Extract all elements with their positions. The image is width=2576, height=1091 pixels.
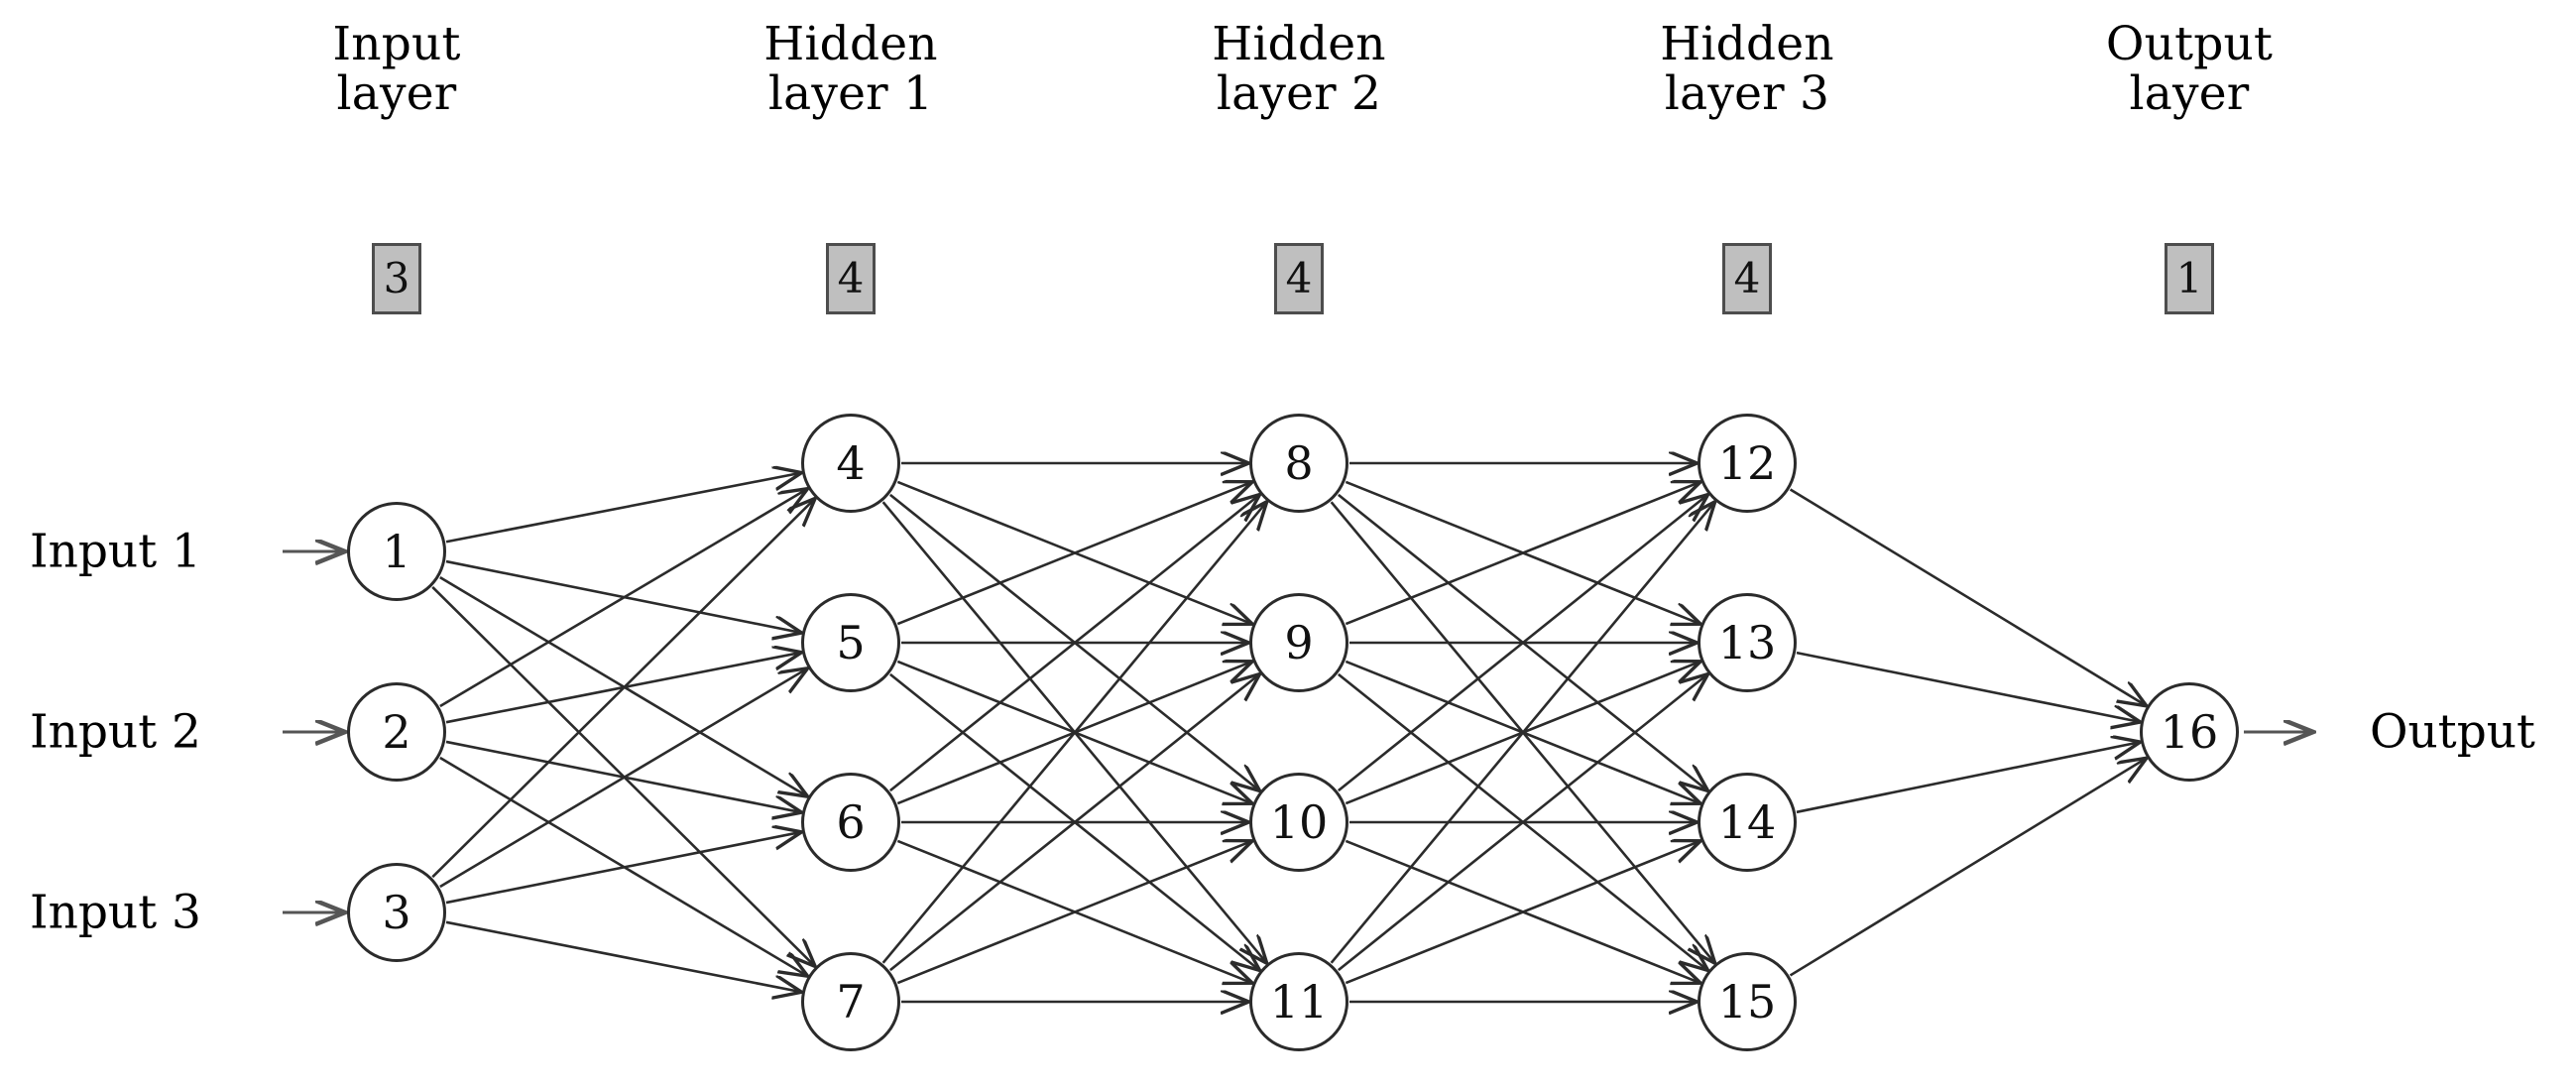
- layer-header-hidden2: Hidden layer 2: [1212, 17, 1386, 121]
- edge-5-to-8: [896, 483, 1249, 626]
- layer-header-output: Output layer: [2105, 17, 2274, 121]
- edge-3-to-6: [445, 832, 799, 905]
- edge-14-to-16: [1796, 743, 2138, 814]
- layer-header-hidden1: Hidden layer 1: [763, 17, 938, 121]
- edge-2-to-4: [439, 490, 806, 708]
- input-label-1: Input 1: [30, 524, 201, 579]
- edge-12-to-16: [1789, 488, 2145, 704]
- neuron-11: 11: [1249, 952, 1348, 1051]
- edge-11-to-12: [1330, 504, 1713, 964]
- edge-11-to-14: [1345, 842, 1698, 985]
- edge-9-to-12: [1345, 483, 1698, 626]
- edge-7-to-8: [881, 504, 1265, 964]
- edge-10-to-12: [1337, 496, 1706, 792]
- neuron-4: 4: [801, 414, 900, 513]
- edge-15-to-16: [1789, 760, 2145, 977]
- layer-header-hidden3: Hidden layer 3: [1660, 17, 1834, 121]
- count-badge-hidden2: 4: [1274, 243, 1324, 314]
- neuron-6: 6: [801, 773, 900, 872]
- input-label-2: Input 2: [30, 704, 201, 760]
- neuron-5: 5: [801, 593, 900, 692]
- edge-7-to-9: [888, 675, 1258, 972]
- count-badge-output: 1: [2165, 243, 2214, 314]
- neuron-15: 15: [1698, 952, 1797, 1051]
- edge-11-to-13: [1337, 675, 1706, 972]
- io-arrows: [283, 551, 2310, 912]
- layer-header-input: Input layer: [332, 17, 461, 121]
- edge-7-to-10: [896, 842, 1249, 985]
- neuron-13: 13: [1698, 593, 1797, 692]
- neuron-14: 14: [1698, 773, 1797, 872]
- edge-3-to-5: [439, 669, 806, 889]
- edges: [431, 463, 2145, 1002]
- edge-3-to-4: [431, 500, 813, 879]
- count-badge-hidden3: 4: [1722, 243, 1772, 314]
- neuron-3: 3: [347, 863, 446, 962]
- count-badge-input: 3: [372, 243, 421, 314]
- edge-6-to-8: [888, 496, 1258, 792]
- input-label-3: Input 3: [30, 885, 201, 940]
- neuron-8: 8: [1249, 414, 1348, 513]
- neuron-7: 7: [801, 952, 900, 1051]
- neuron-16: 16: [2140, 682, 2239, 782]
- neuron-12: 12: [1698, 414, 1797, 513]
- count-badge-hidden1: 4: [826, 243, 876, 314]
- output-label: Output: [2370, 704, 2535, 760]
- neuron-1: 1: [347, 502, 446, 601]
- neuron-9: 9: [1249, 593, 1348, 692]
- neuron-10: 10: [1249, 773, 1348, 872]
- edge-13-to-16: [1796, 651, 2138, 721]
- edge-3-to-7: [445, 920, 799, 992]
- neuron-2: 2: [347, 682, 446, 782]
- edge-1-to-4: [445, 473, 799, 544]
